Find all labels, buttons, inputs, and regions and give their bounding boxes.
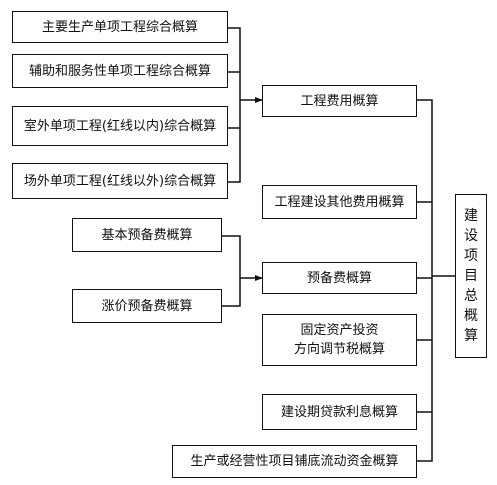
box-project-total-char: 建 bbox=[464, 208, 478, 224]
box-loan-interest-label: 建设期贷款利息概算 bbox=[280, 404, 398, 420]
box-working-capital-label: 生产或经营性项目铺底流动资金概算 bbox=[190, 454, 399, 469]
box-engineering-cost: 工程费用概算 bbox=[262, 85, 417, 117]
box-investment-tax-line2: 方向调节税概算 bbox=[293, 342, 385, 357]
box-investment-tax-line1: 固定资产投资 bbox=[300, 323, 379, 338]
bracket-reserve bbox=[222, 235, 241, 307]
box-project-total-char: 总 bbox=[464, 288, 478, 304]
box-outdoor-inside: 室外单项工程(红线以内)综合概算 bbox=[12, 106, 228, 146]
box-loan-interest: 建设期贷款利息概算 bbox=[262, 394, 417, 430]
box-auxiliary-service: 辅助和服务性单项工程综合概算 bbox=[12, 54, 228, 88]
box-project-total-char: 项 bbox=[464, 248, 478, 264]
box-other-cost-label: 工程建设其他费用概算 bbox=[274, 194, 405, 210]
box-engineering-cost-label: 工程费用概算 bbox=[300, 93, 379, 109]
box-basic-reserve: 基本预备费概算 bbox=[72, 218, 222, 252]
box-project-total-char: 设 bbox=[464, 228, 478, 244]
box-price-reserve-label: 涨价预备费概算 bbox=[101, 298, 193, 314]
box-project-total-char: 目 bbox=[464, 268, 478, 284]
box-project-total-char: 算 bbox=[464, 328, 478, 344]
box-reserve-cost-label: 预备费概算 bbox=[306, 270, 372, 286]
box-main-production-label: 主要生产单项工程综合概算 bbox=[41, 19, 198, 35]
box-other-cost: 工程建设其他费用概算 bbox=[262, 185, 417, 219]
box-auxiliary-service-label: 辅助和服务性单项工程综合概算 bbox=[28, 63, 211, 79]
box-working-capital: 生产或经营性项目铺底流动资金概算 bbox=[172, 445, 417, 478]
box-outdoor-inside-label: 室外单项工程(红线以内)综合概算 bbox=[23, 118, 217, 134]
box-basic-reserve-label: 基本预备费概算 bbox=[101, 227, 193, 243]
trunk-line bbox=[417, 99, 433, 462]
bracket-engineering bbox=[228, 27, 241, 183]
box-main-production: 主要生产单项工程综合概算 bbox=[12, 11, 228, 43]
box-project-total-char: 概 bbox=[464, 308, 478, 324]
box-price-reserve: 涨价预备费概算 bbox=[72, 289, 222, 323]
box-offsite-outside: 场外单项工程(红线以外)综合概算 bbox=[12, 163, 228, 199]
box-project-total: 建 设 项 目 总 概 算 bbox=[455, 194, 487, 358]
box-investment-tax: 固定资产投资 方向调节税概算 bbox=[262, 314, 417, 366]
box-offsite-outside-label: 场外单项工程(红线以外)综合概算 bbox=[23, 173, 217, 189]
box-reserve-cost: 预备费概算 bbox=[262, 262, 417, 294]
